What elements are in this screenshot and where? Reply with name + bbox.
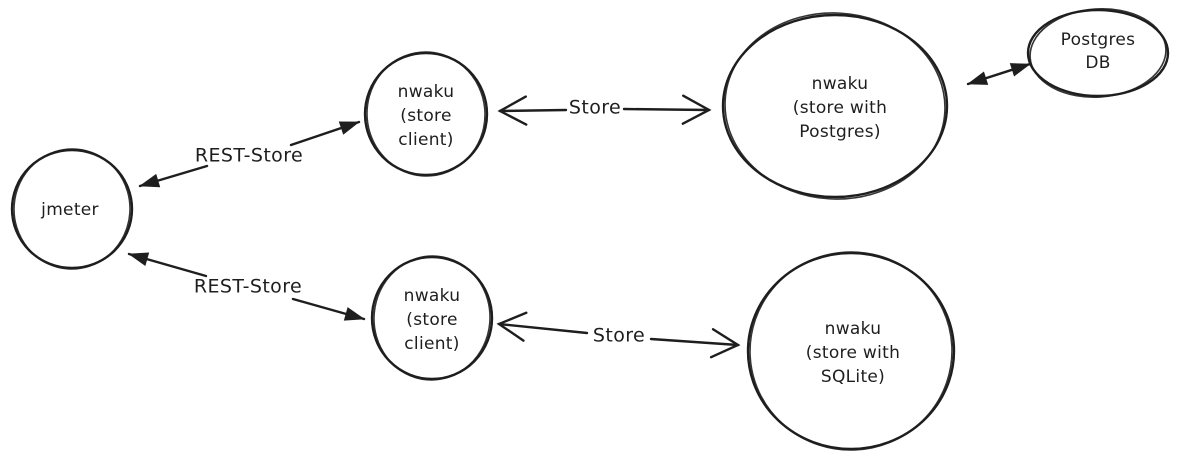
node-store-client-bottom-label-line2: (store <box>406 310 457 330</box>
edge-rest-store-top: REST-Store <box>138 120 361 188</box>
node-store-client-bottom-label-line3: client) <box>404 334 459 354</box>
node-postgres-db-label-line2: DB <box>1085 53 1110 73</box>
node-postgres-db-shape-sketch <box>1029 8 1167 98</box>
edge-rest-store-bottom-line-left <box>127 252 208 278</box>
edge-postgres-link-line <box>966 62 1032 86</box>
node-postgres-db-shape <box>1026 8 1170 98</box>
node-store-sqlite-shape <box>746 251 956 451</box>
node-store-client-bottom-shape-sketch <box>373 255 491 381</box>
edge-store-top: Store <box>497 94 712 126</box>
node-jmeter-shape-sketch <box>13 148 131 270</box>
edge-label-rest-store-top: REST-Store <box>195 145 303 167</box>
node-postgres-db-label-line1: Postgres <box>1061 30 1136 50</box>
node-store-sqlite-label-line3: SQLite) <box>821 367 885 387</box>
node-jmeter-label: jmeter <box>40 200 99 220</box>
node-store-sqlite: nwaku (store with SQLite) <box>746 251 956 451</box>
node-store-postgres: nwaku (store with Postgres) <box>721 12 949 200</box>
edge-store-top-line-right <box>622 94 712 125</box>
edge-label-store-bottom: Store <box>593 325 645 347</box>
edge-store-bottom: Store <box>496 311 741 359</box>
edge-rest-store-top-line-left <box>138 164 209 188</box>
node-store-client-top-shape <box>363 51 489 177</box>
edge-rest-store-bottom: REST-Store <box>127 252 366 321</box>
edge-rest-store-top-line-right <box>289 120 361 147</box>
node-store-postgres-shape-sketch <box>724 12 946 200</box>
node-store-client-top: nwaku (store client) <box>363 51 489 177</box>
node-store-sqlite-label-line1: nwaku <box>825 319 882 339</box>
edge-postgres-link <box>966 62 1032 86</box>
edge-store-top-line-left <box>497 95 568 126</box>
edge-label-rest-store-bottom: REST-Store <box>194 276 302 298</box>
node-store-postgres-label-line3: Postgres) <box>799 122 881 142</box>
node-postgres-db: Postgres DB <box>1026 8 1170 98</box>
node-store-client-bottom-shape <box>370 255 494 381</box>
node-store-sqlite-label-line2: (store with <box>806 343 900 363</box>
node-store-client-top-shape-sketch <box>366 51 486 177</box>
node-store-client-bottom-label-line1: nwaku <box>404 286 461 306</box>
edge-rest-store-bottom-line-right <box>291 297 366 321</box>
node-store-client-top-label-line3: client) <box>398 130 453 150</box>
node-store-sqlite-shape-sketch <box>749 251 953 451</box>
edge-store-bottom-line-left <box>496 311 589 342</box>
node-store-postgres-label-line2: (store with <box>793 98 887 118</box>
node-jmeter: jmeter <box>10 148 134 270</box>
edge-store-bottom-line-right <box>649 328 741 359</box>
node-jmeter-shape <box>10 148 134 270</box>
node-store-postgres-label-line1: nwaku <box>812 74 869 94</box>
node-store-client-top-label-line1: nwaku <box>398 82 455 102</box>
node-store-client-bottom: nwaku (store client) <box>370 255 494 381</box>
node-store-postgres-shape <box>721 13 949 199</box>
edge-label-store-top: Store <box>569 97 621 119</box>
node-store-client-top-label-line2: (store <box>400 106 451 126</box>
